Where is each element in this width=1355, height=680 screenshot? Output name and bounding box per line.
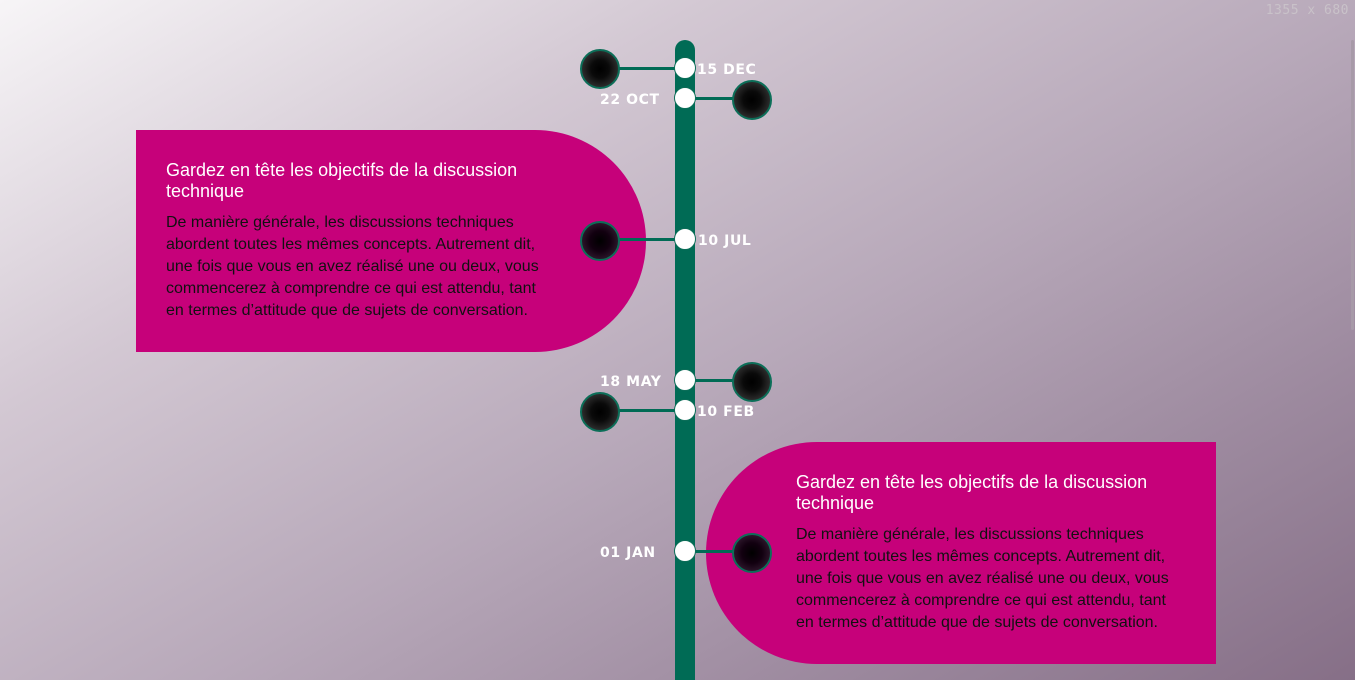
- timeline-spine: [675, 40, 695, 680]
- timeline-bead-icon[interactable]: [732, 533, 772, 573]
- timeline-bead-icon[interactable]: [580, 392, 620, 432]
- timeline-connector: [692, 97, 736, 100]
- timeline-bead-icon[interactable]: [732, 362, 772, 402]
- timeline-node[interactable]: [674, 57, 696, 79]
- timeline-date: 22 OCT: [600, 92, 660, 108]
- timeline-date: 10 FEB: [697, 404, 755, 420]
- timeline-node[interactable]: [674, 369, 696, 391]
- card-title: Gardez en tête les objectifs de la discu…: [796, 472, 1148, 513]
- card-body: De manière générale, les discussions tec…: [796, 526, 1169, 631]
- timeline-date: 15 DEC: [697, 62, 757, 78]
- timeline-bead-icon[interactable]: [580, 221, 620, 261]
- timeline-connector: [618, 238, 678, 241]
- timeline-connector: [618, 409, 678, 412]
- timeline-bead-icon[interactable]: [580, 49, 620, 89]
- timeline-card-left: Gardez en tête les objectifs de la discu…: [136, 130, 646, 352]
- page-scrollbar[interactable]: [1351, 40, 1354, 330]
- card-title: Gardez en tête les objectifs de la discu…: [166, 160, 518, 201]
- timeline-bead-icon[interactable]: [732, 80, 772, 120]
- card-body: De manière générale, les discussions tec…: [166, 214, 539, 319]
- timeline-date: 10 JUL: [698, 233, 752, 249]
- timeline-node[interactable]: [674, 399, 696, 421]
- timeline-node[interactable]: [674, 87, 696, 109]
- timeline-node[interactable]: [674, 228, 696, 250]
- timeline-date: 18 MAY: [600, 374, 662, 390]
- timeline-connector: [692, 550, 736, 553]
- timeline-node[interactable]: [674, 540, 696, 562]
- viewport-size-readout: 1355 x 680: [1265, 3, 1349, 18]
- timeline-card-right: Gardez en tête les objectifs de la discu…: [706, 442, 1216, 664]
- timeline-connector: [618, 67, 678, 70]
- timeline-date: 01 JAN: [600, 545, 656, 561]
- timeline-connector: [692, 379, 736, 382]
